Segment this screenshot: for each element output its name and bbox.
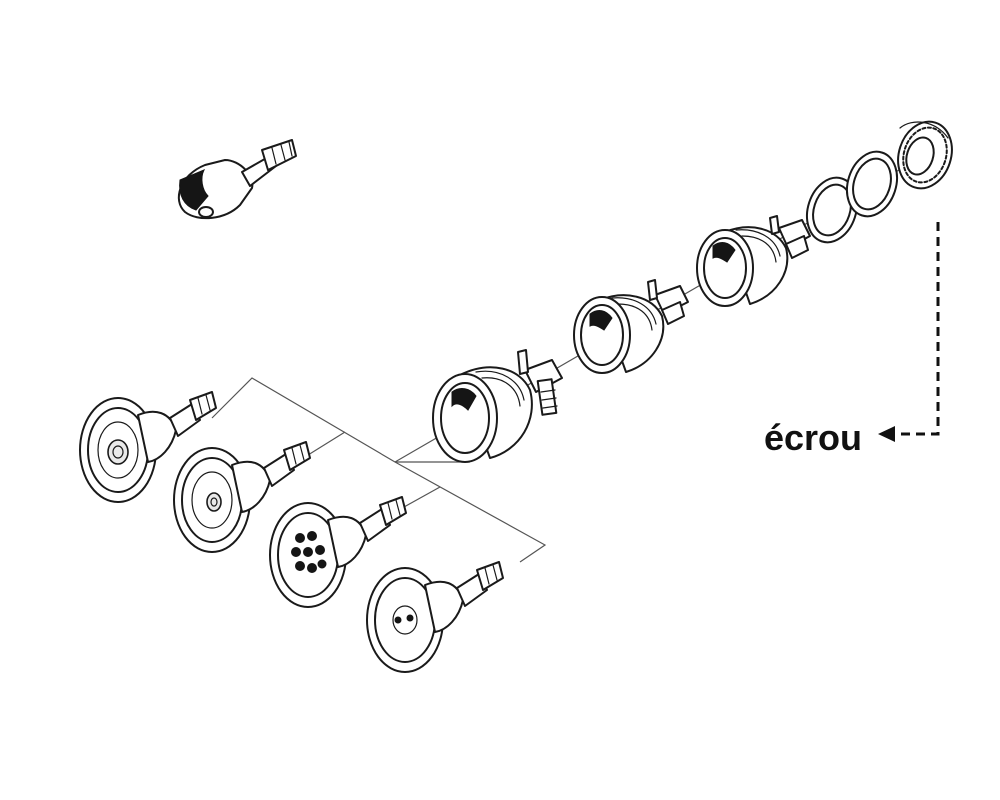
nozzle-face-1 [79,391,217,503]
jet-body-housing-2 [573,279,689,374]
gasket-ring-1 [806,176,858,244]
gasket-ring-2 [846,150,898,218]
nozzle-face-3-multi-hole [269,496,407,608]
nut-callout: écrou [764,222,940,458]
jet-body-housing-3 [696,215,811,307]
nozzle-holes [291,531,327,573]
nut-part [897,120,953,190]
nozzle-face-4 [366,561,504,673]
directional-nozzle-part [177,139,297,220]
jet-body-housing-1 [432,349,563,463]
callout-arrowhead-icon [878,426,895,442]
callout-leader-line [896,222,940,436]
callout-label-ecrou: écrou [764,417,862,458]
nozzle-face-2 [173,441,311,553]
